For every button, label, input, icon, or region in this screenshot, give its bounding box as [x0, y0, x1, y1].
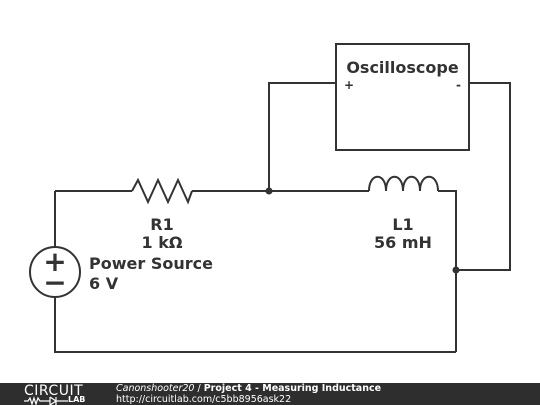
source-plus-symbol: +: [43, 245, 66, 278]
logo-signal-icon: LAB: [24, 395, 104, 405]
oscilloscope-label: Oscilloscope: [346, 58, 459, 77]
source-value-label: 6 V: [89, 274, 119, 293]
wire-probe-minus: [456, 82, 511, 271]
wire-left-bottom: [54, 298, 456, 353]
wire-probe-plus: [268, 82, 336, 191]
wire-inductor-right: [438, 190, 457, 352]
logo-text-bottom: LAB: [68, 395, 86, 404]
circuit-schematic: + − Oscilloscope + - R1 1 kΩ L1 56 mH Po…: [29, 43, 511, 353]
junction-node-top: [265, 187, 273, 195]
logo-text-top: CIRCUIT: [24, 383, 84, 399]
source-name-label: Power Source: [89, 254, 213, 273]
author-name[interactable]: Canonshooter20: [116, 383, 195, 394]
footer-bar: CIRCUIT LAB Canonshooter20 / Project 4 -…: [0, 383, 540, 405]
circuitlab-logo[interactable]: CIRCUIT LAB: [24, 383, 104, 405]
project-title[interactable]: Project 4 - Measuring Inductance: [203, 383, 382, 394]
inductor-name-label: L1: [392, 215, 413, 234]
credit-line: Canonshooter20 / Project 4 - Measuring I…: [116, 383, 381, 394]
inductor-value-label: 56 mH: [374, 233, 432, 252]
oscilloscope-box[interactable]: [335, 43, 470, 151]
junction-node-right: [452, 266, 460, 274]
project-url[interactable]: http://circuitlab.com/c5bb8956ask22: [116, 394, 292, 405]
resistor-name-label: R1: [150, 215, 173, 234]
source-minus-symbol: −: [43, 266, 66, 299]
inductor-l1[interactable]: [368, 175, 439, 192]
credit-separator: /: [194, 383, 204, 394]
resistor-r1[interactable]: [131, 177, 193, 205]
oscilloscope-minus-terminal: -: [456, 78, 461, 92]
oscilloscope-plus-terminal: +: [344, 78, 354, 92]
power-source[interactable]: [29, 246, 81, 298]
resistor-value-label: 1 kΩ: [142, 233, 183, 252]
